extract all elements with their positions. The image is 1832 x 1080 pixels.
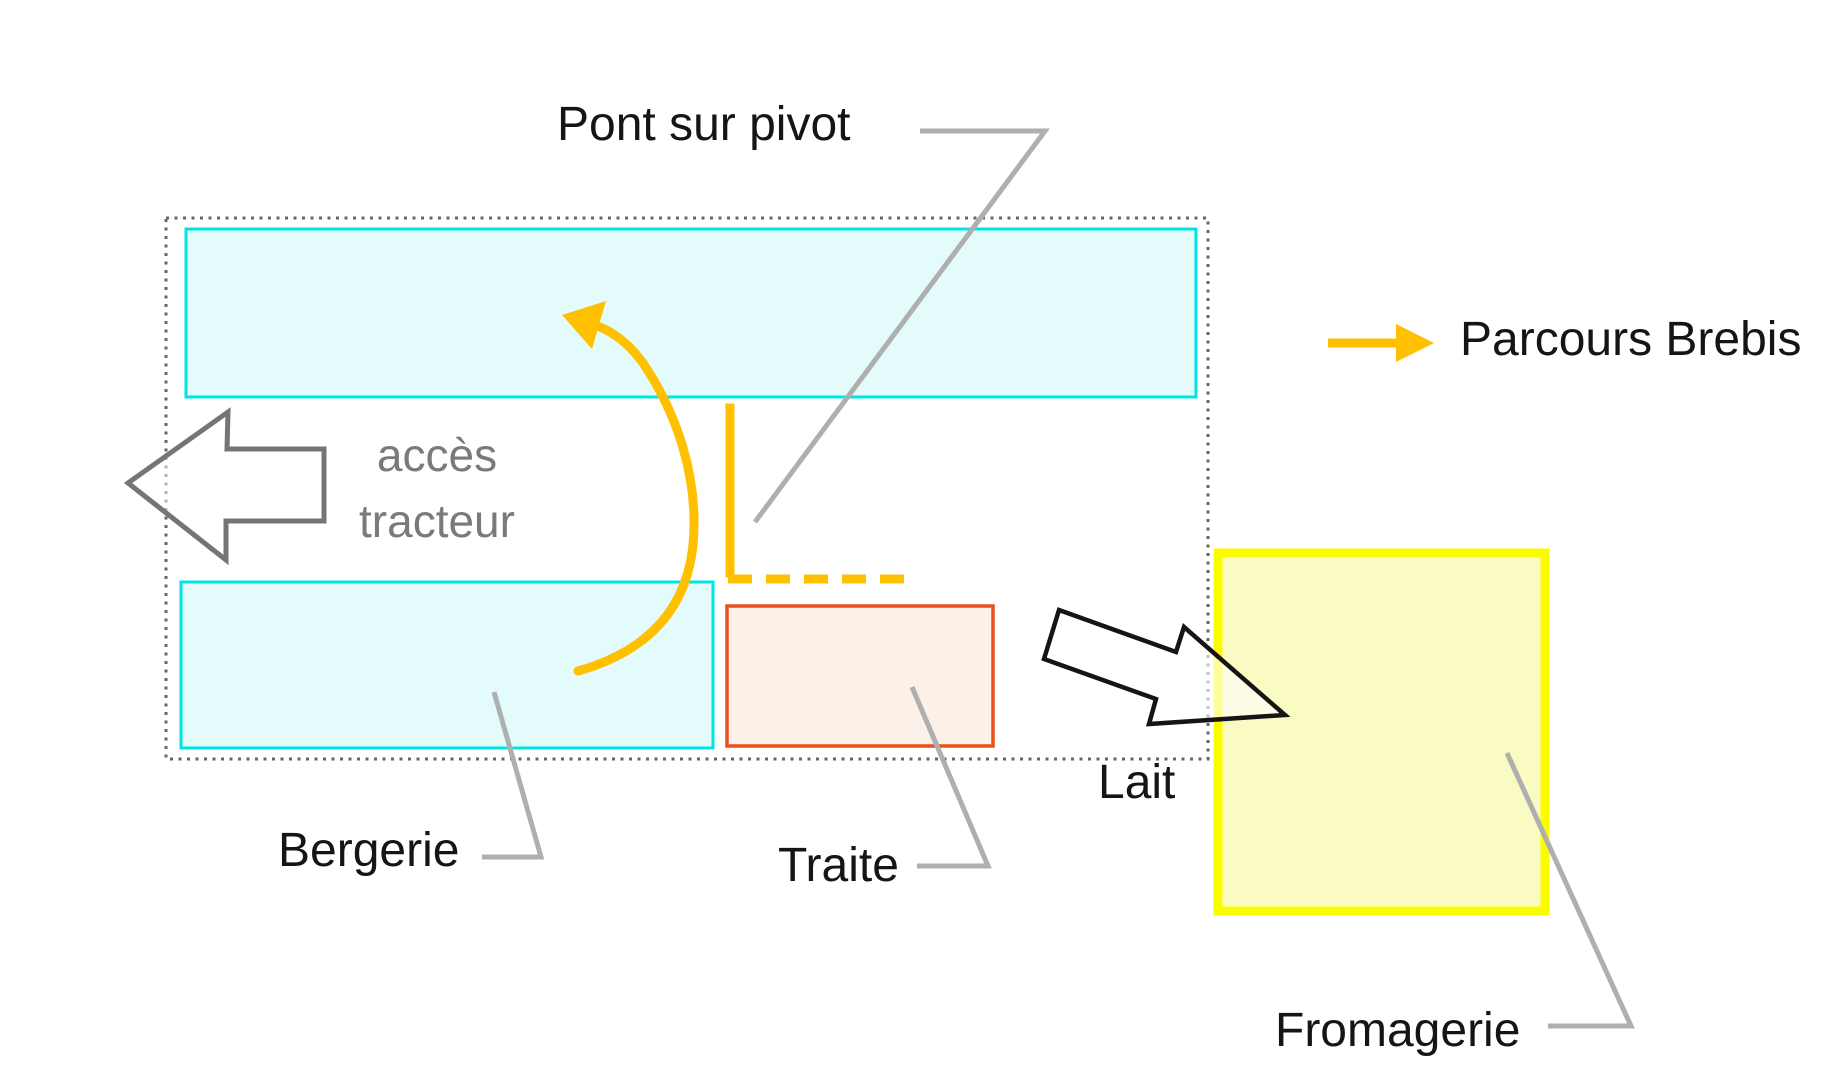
fromagerie-label: Fromagerie <box>1275 1004 1520 1057</box>
pont-sur-pivot-label: Pont sur pivot <box>557 98 850 151</box>
acces-tracteur-label-line1: accès <box>377 429 497 481</box>
bergerie-upper-pen-rect <box>184 227 1198 399</box>
leader-line-traite <box>909 686 992 869</box>
building-dotted-outline <box>164 216 1210 761</box>
traite-label: Traite <box>778 839 899 892</box>
leader-line-pont-sur-pivot <box>752 128 1050 524</box>
tractor-access-arrow-icon <box>123 407 327 566</box>
leader-line-bergerie <box>482 691 545 860</box>
traite-room-rect <box>725 604 995 748</box>
bergerie-lower-pen-rect <box>179 580 715 750</box>
lait-label: Lait <box>1098 756 1175 809</box>
acces-tracteur-label-line2: tracteur <box>359 495 515 547</box>
leader-line-fromagerie <box>1504 751 1635 1029</box>
milk-flow-arrow-icon <box>1041 607 1291 727</box>
bergerie-label: Bergerie <box>278 824 459 877</box>
legend-parcours-brebis-label: Parcours Brebis <box>1460 313 1801 366</box>
sheep-path-curve-arrowhead-icon <box>562 301 606 349</box>
sheep-path-curve-arrow <box>573 322 699 676</box>
fromagerie-rect <box>1213 548 1550 916</box>
legend-parcours-arrowhead-icon <box>1396 324 1434 362</box>
